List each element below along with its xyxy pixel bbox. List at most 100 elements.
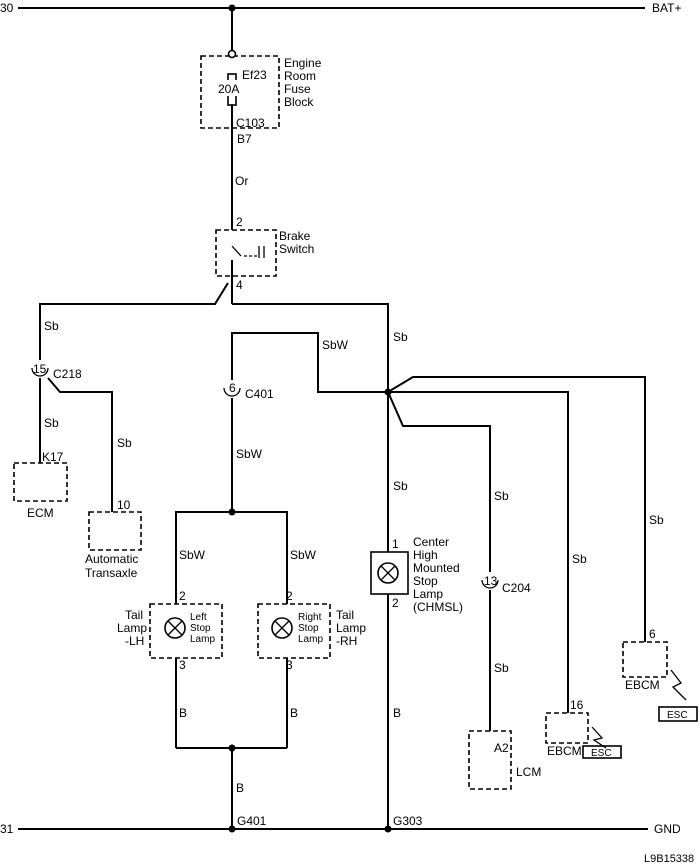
chmsl-label-5: Lamp bbox=[413, 587, 443, 601]
lcm-module bbox=[468, 730, 512, 790]
connector-c103: C103 bbox=[236, 116, 265, 130]
chmsl-pin-top: 1 bbox=[392, 537, 399, 551]
left-lamp-pin-bottom: 3 bbox=[179, 658, 186, 672]
brake-switch-label-2: Switch bbox=[279, 242, 314, 256]
chmsl-lamp bbox=[370, 551, 409, 595]
ecm-label: ECM bbox=[27, 506, 54, 520]
chmsl-label-4: Stop bbox=[413, 574, 438, 588]
chmsl-pin-bottom: 2 bbox=[392, 596, 399, 610]
ebcm-6-pin: 6 bbox=[649, 627, 656, 641]
figure-id: L9B15338 bbox=[644, 853, 694, 865]
transaxle-label-2: Transaxle bbox=[85, 566, 138, 580]
ebcm-6-esc-label: ESC bbox=[667, 710, 688, 721]
wire-color-sb-transaxle: Sb bbox=[117, 436, 132, 450]
chmsl-label-1: Center bbox=[413, 535, 449, 549]
ebcm-16-module bbox=[545, 712, 589, 744]
right-lamp-inner-1: Right bbox=[298, 612, 322, 623]
brake-switch-label-1: Brake bbox=[279, 229, 311, 243]
left-lamp-inner-1: Left bbox=[190, 612, 207, 623]
rail-label-30: 30 bbox=[0, 1, 14, 15]
brake-switch-pin-4: 4 bbox=[236, 278, 243, 292]
left-lamp-bulb-icon bbox=[164, 617, 186, 639]
right-lamp-bulb-icon bbox=[271, 617, 293, 639]
right-lamp-outer-1: Tail bbox=[336, 608, 354, 622]
right-lamp-pin-bottom: 3 bbox=[286, 658, 293, 672]
fuse-terminal bbox=[227, 49, 237, 59]
ebcm-16-esc-badge bbox=[582, 745, 622, 759]
wire-color-sb-main: Sb bbox=[393, 330, 408, 344]
c218-pin: 15 bbox=[33, 362, 47, 376]
lcm-label: LCM bbox=[516, 765, 541, 779]
wire-color-sb-ebcm16: Sb bbox=[572, 552, 587, 566]
connector-c204-icon bbox=[481, 579, 499, 589]
lcm-pin: A2 bbox=[494, 741, 509, 755]
fuse-block-label-2: Room bbox=[284, 69, 316, 83]
chmsl-bulb-icon bbox=[377, 562, 399, 584]
wire-color-sb-ecm: Sb bbox=[44, 416, 59, 430]
rail-label-bat: BAT+ bbox=[652, 1, 681, 15]
right-lamp-outer-3: -RH bbox=[336, 634, 357, 648]
fuse-rating: 20A bbox=[218, 82, 239, 96]
left-lamp-outer-3: -LH bbox=[125, 634, 144, 648]
ebcm-6-module bbox=[622, 641, 668, 678]
right-stop-lamp bbox=[257, 603, 331, 659]
wire-color-sb-left: Sb bbox=[44, 319, 59, 333]
left-lamp-outer-1: Tail bbox=[125, 608, 143, 622]
ebcm-6-link-icon bbox=[670, 669, 687, 701]
fuse-name: Ef23 bbox=[242, 68, 267, 82]
c218-name: C218 bbox=[53, 367, 82, 381]
left-lamp-inner-2: Stop bbox=[190, 623, 211, 634]
rail-label-gnd: GND bbox=[654, 822, 681, 836]
wire-color-sbw-top: SbW bbox=[322, 338, 349, 352]
c204-name: C204 bbox=[502, 581, 531, 595]
brake-switch bbox=[215, 229, 277, 277]
switch-contact-icon bbox=[231, 245, 265, 258]
c401-pin: 6 bbox=[229, 381, 236, 395]
wire-color-sb-lcm-upper: Sb bbox=[494, 489, 509, 503]
wire-color-sb-lcm-lower: Sb bbox=[494, 661, 509, 675]
wire-color-b-common: B bbox=[236, 781, 244, 795]
wire-color-sbw-c401: SbW bbox=[236, 447, 263, 461]
wire-color-sbw-rh: SbW bbox=[290, 548, 317, 562]
right-lamp-inner-2: Stop bbox=[298, 623, 319, 634]
engine-room-fuse-block bbox=[200, 55, 280, 129]
ebcm-6-label: EBCM bbox=[625, 678, 660, 692]
wire-color-sb-ebcm6: Sb bbox=[649, 513, 664, 527]
wire-color-b-rh: B bbox=[290, 706, 298, 720]
chmsl-label-2: High bbox=[413, 548, 438, 562]
left-stop-lamp bbox=[149, 603, 223, 659]
transaxle-module bbox=[88, 511, 142, 551]
pin-b7: B7 bbox=[237, 132, 252, 146]
chmsl-label-3: Mounted bbox=[413, 561, 460, 575]
rail-label-31: 31 bbox=[0, 822, 14, 836]
connector-c218-icon bbox=[31, 367, 49, 377]
ebcm-16-pin: 16 bbox=[570, 698, 584, 712]
left-lamp-pin-top: 2 bbox=[179, 589, 186, 603]
wire-color-sb-chmsl: Sb bbox=[393, 479, 408, 493]
wire-color-or: Or bbox=[235, 174, 248, 188]
c204-pin: 13 bbox=[484, 574, 498, 588]
left-lamp-outer-2: Lamp bbox=[117, 621, 147, 635]
fuse-block-label-1: Engine bbox=[284, 56, 322, 70]
ecm-module bbox=[13, 462, 68, 502]
ebcm-6-esc-badge bbox=[658, 706, 698, 722]
fuse-block-label-4: Block bbox=[284, 95, 314, 109]
c401-name: C401 bbox=[245, 387, 274, 401]
transaxle-label-1: Automatic bbox=[85, 552, 138, 566]
transaxle-pin: 10 bbox=[117, 498, 131, 512]
brake-switch-pin-2: 2 bbox=[236, 215, 243, 229]
ecm-pin: K17 bbox=[42, 450, 64, 464]
fuse-block-label-3: Fuse bbox=[284, 82, 311, 96]
ebcm-16-esc-label: ESC bbox=[591, 748, 612, 759]
wire-color-b-chmsl: B bbox=[393, 706, 401, 720]
ground-g401: G401 bbox=[237, 814, 267, 828]
right-lamp-pin-top: 2 bbox=[286, 589, 293, 603]
right-lamp-outer-2: Lamp bbox=[336, 621, 366, 635]
connector-c401-icon bbox=[223, 387, 241, 397]
right-lamp-inner-3: Lamp bbox=[298, 634, 323, 645]
left-lamp-inner-3: Lamp bbox=[190, 634, 215, 645]
ebcm-16-label: EBCM bbox=[547, 744, 582, 758]
chmsl-label-6: (CHMSL) bbox=[413, 600, 463, 614]
wire-color-sbw-lh: SbW bbox=[179, 548, 206, 562]
